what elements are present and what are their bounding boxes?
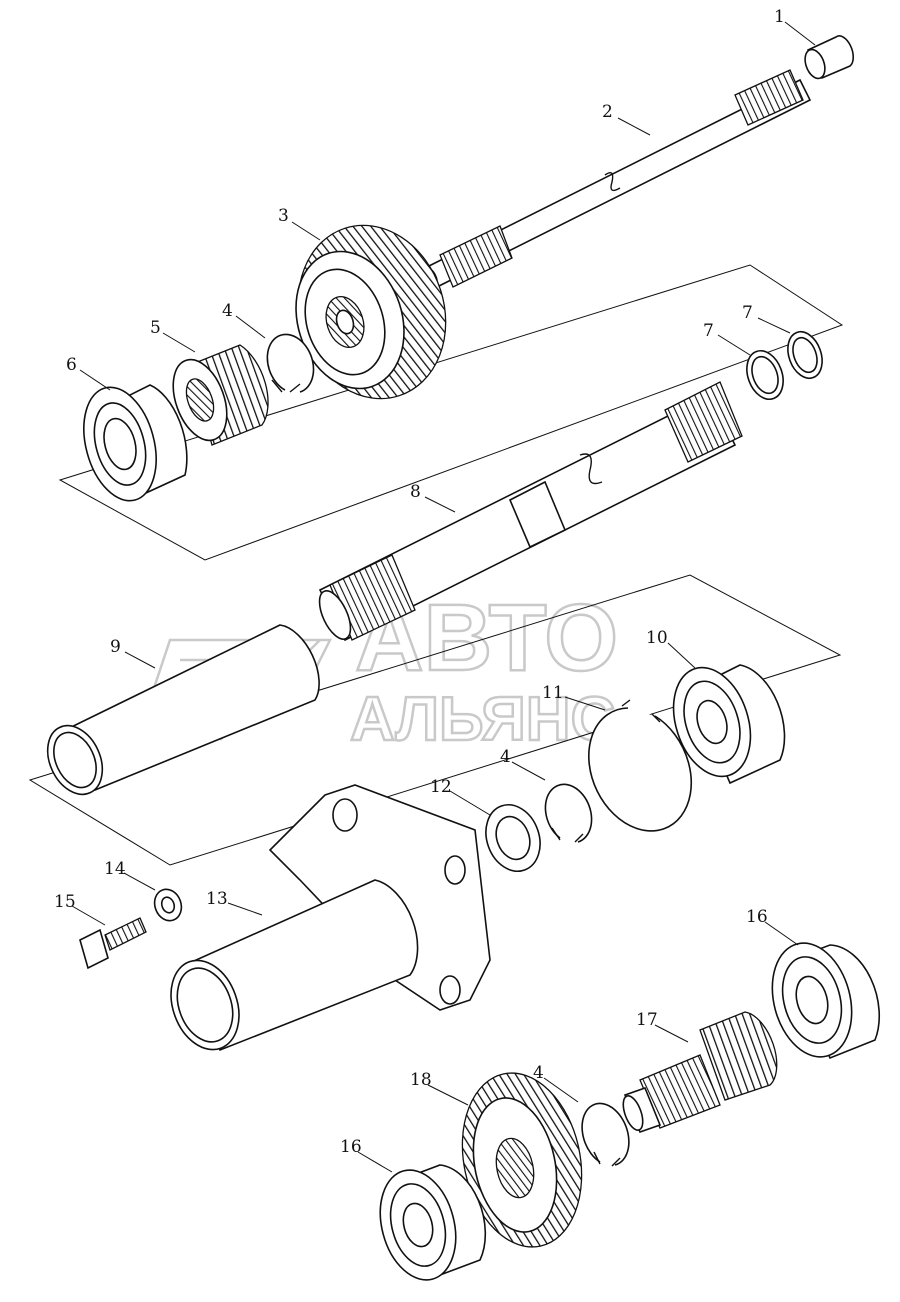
callout-13: 13	[206, 889, 228, 909]
callout-9: 9	[110, 637, 121, 657]
callout-7-b: 7	[742, 303, 753, 323]
callout-11: 11	[542, 683, 564, 703]
part-17-gear-shaft	[622, 1011, 778, 1134]
part-8-shaft	[318, 381, 743, 642]
part-13-housing	[170, 784, 491, 1052]
callout-6: 6	[66, 355, 77, 375]
part-2-shaft	[422, 69, 812, 290]
group-frames	[28, 264, 844, 866]
callout-labels: 1 2 3 4 5 6 7 7 8 9 10 11 4 12 13 14 15 …	[54, 7, 785, 1157]
part-7-ring-b	[787, 330, 823, 380]
callout-16-right: 16	[746, 907, 768, 927]
part-3-gear	[295, 224, 447, 400]
part-9-tube	[46, 624, 320, 796]
callout-4-top: 4	[222, 301, 233, 321]
part-4-snap-ring-2	[544, 783, 593, 843]
watermark-line2: АЛЬЯНС	[350, 685, 615, 754]
leader-lines	[71, 21, 816, 1173]
callout-14: 14	[104, 859, 126, 879]
part-4-snap-ring	[266, 333, 315, 393]
part-6-bearing	[83, 384, 188, 502]
part-14-washer	[153, 888, 183, 922]
part-15-bolt	[79, 917, 147, 970]
callout-8: 8	[410, 482, 421, 502]
part-7-ring-a	[746, 349, 784, 401]
callout-16-bottom: 16	[340, 1137, 362, 1157]
part-16-bearing-bottom	[379, 1164, 487, 1281]
part-10-bearing	[672, 664, 786, 785]
callout-10: 10	[646, 628, 668, 648]
callout-17: 17	[636, 1010, 658, 1030]
callout-5: 5	[150, 318, 161, 338]
part-12-washer	[485, 804, 541, 872]
callout-3: 3	[278, 206, 289, 226]
part-16-bearing-right	[771, 942, 881, 1060]
callout-1: 1	[774, 7, 785, 27]
callout-4-middle: 4	[500, 747, 511, 767]
callout-12: 12	[430, 777, 452, 797]
callout-15: 15	[54, 892, 76, 912]
part-5-sleeve	[172, 344, 269, 446]
callout-2: 2	[602, 102, 613, 122]
callout-7-a: 7	[703, 321, 714, 341]
part-11-circlip	[588, 699, 693, 832]
part-1-bushing	[804, 35, 855, 80]
part-4-snap-ring-3	[581, 1102, 630, 1167]
callout-4-bottom: 4	[533, 1063, 544, 1083]
callout-18: 18	[410, 1070, 432, 1090]
part-18-gear	[461, 1072, 583, 1248]
